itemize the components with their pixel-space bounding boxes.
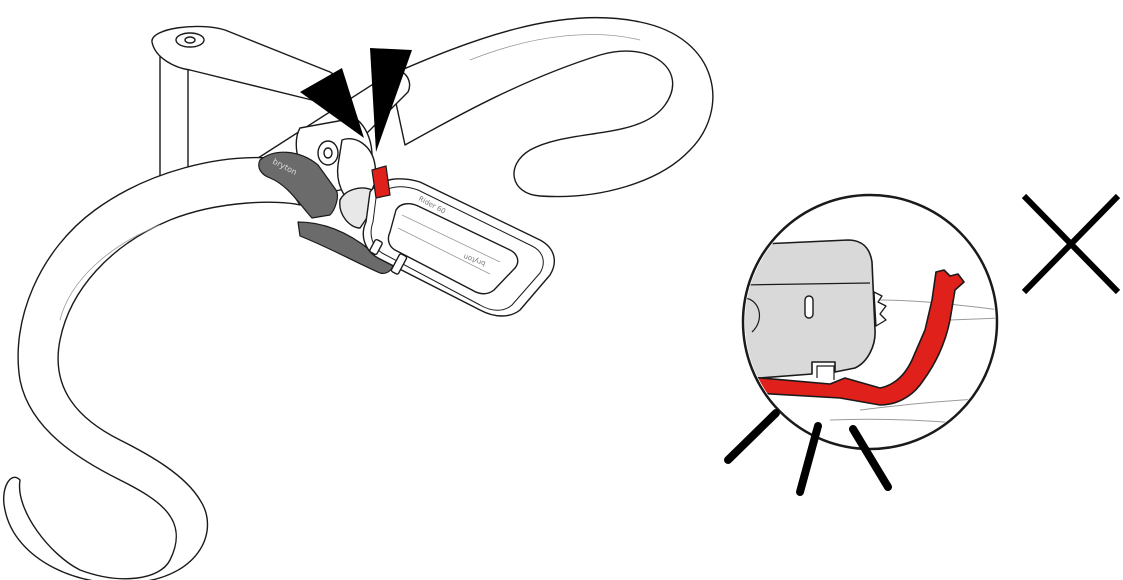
bike-computer: Rider 60 bryton <box>340 179 555 316</box>
handlebar <box>4 18 713 580</box>
incorrect-x-icon <box>1024 196 1118 292</box>
handlebar-right-drop <box>390 18 713 197</box>
callout-slot-icon <box>805 296 813 318</box>
handlebar-left-drop <box>4 158 300 580</box>
